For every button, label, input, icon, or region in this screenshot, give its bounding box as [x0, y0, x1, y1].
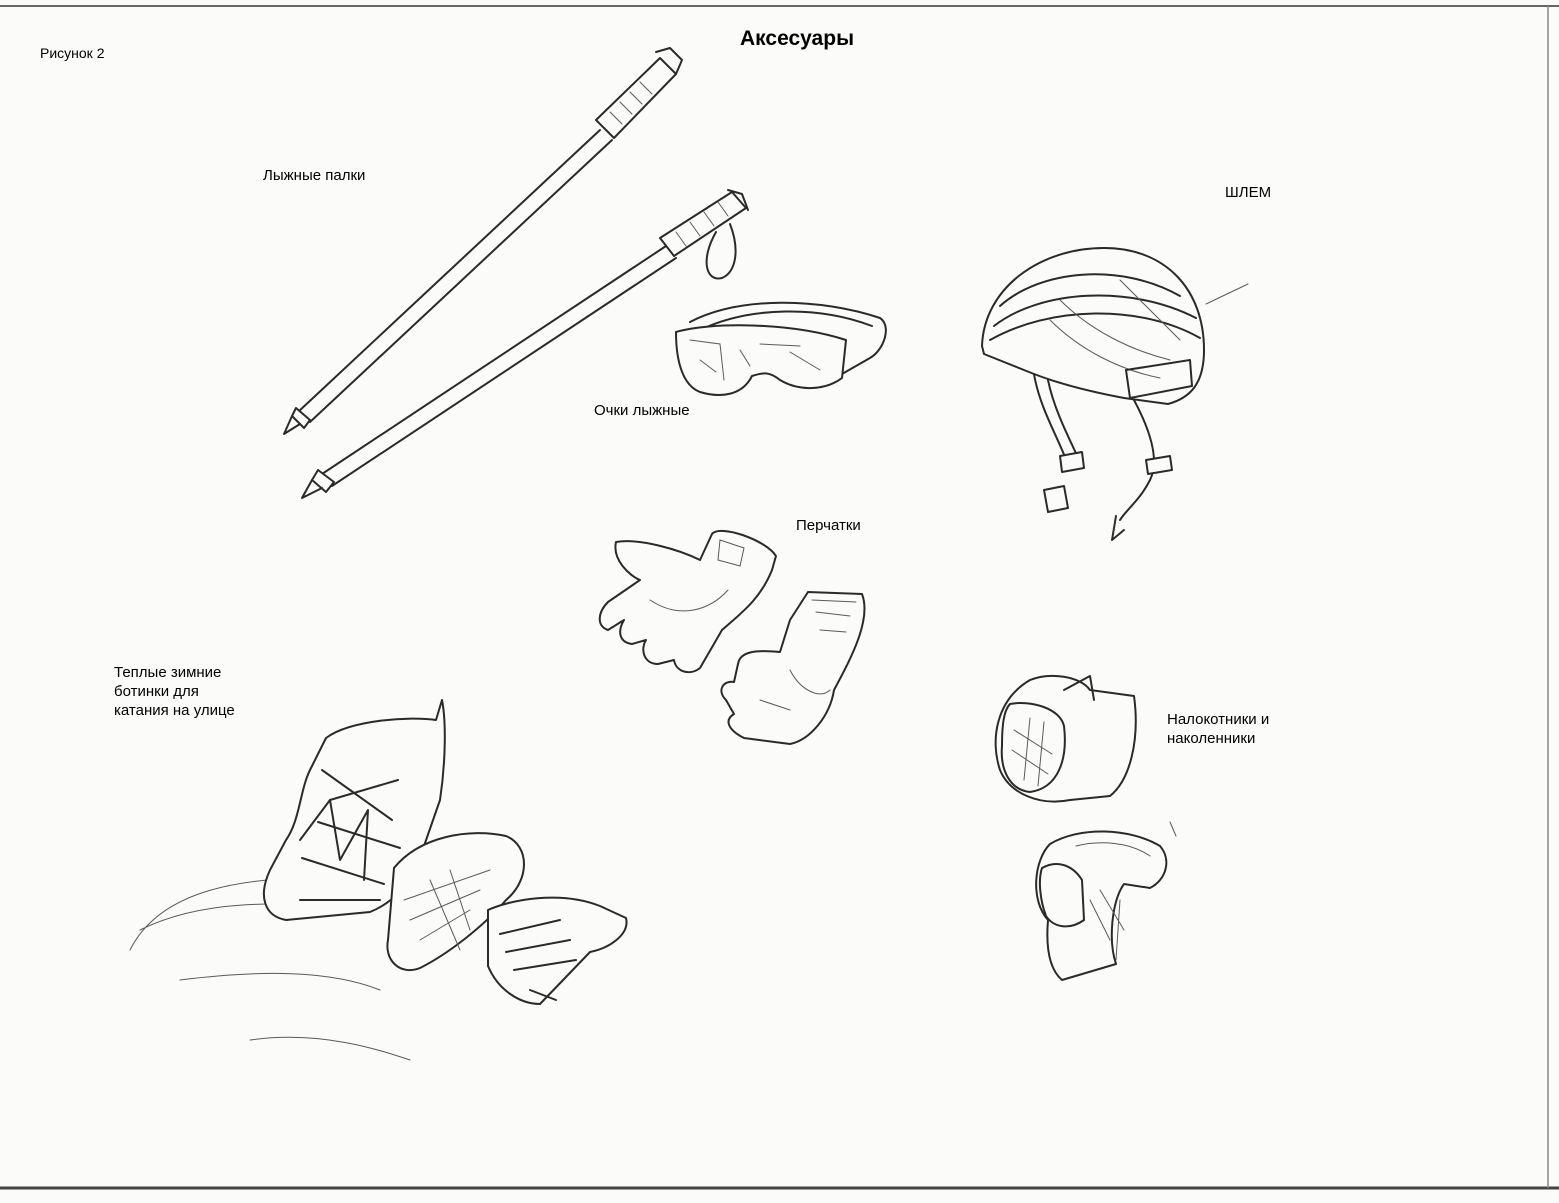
ski-goggles-illustration [675, 301, 887, 396]
label-ski-poles: Лыжные палки [263, 167, 366, 184]
page-title: Аксесуары [740, 27, 855, 50]
label-helmet: ШЛЕМ [1225, 184, 1272, 201]
elbow-knee-pads-illustration [994, 674, 1177, 981]
figure-label: Рисунок 2 [40, 45, 105, 61]
helmet-illustration [981, 247, 1249, 541]
label-pads: Налокотники и наколенники [1167, 711, 1270, 747]
label-gloves: Перчатки [796, 517, 861, 534]
ski-pole-left-illustration [283, 47, 683, 435]
label-goggles: Очки лыжные [594, 402, 690, 419]
ski-pole-right-illustration [301, 189, 749, 499]
gloves-illustration [598, 529, 866, 745]
winter-boots-illustration [129, 699, 628, 1061]
label-boots: Теплые зимние ботинки для катания на ули… [114, 664, 235, 719]
